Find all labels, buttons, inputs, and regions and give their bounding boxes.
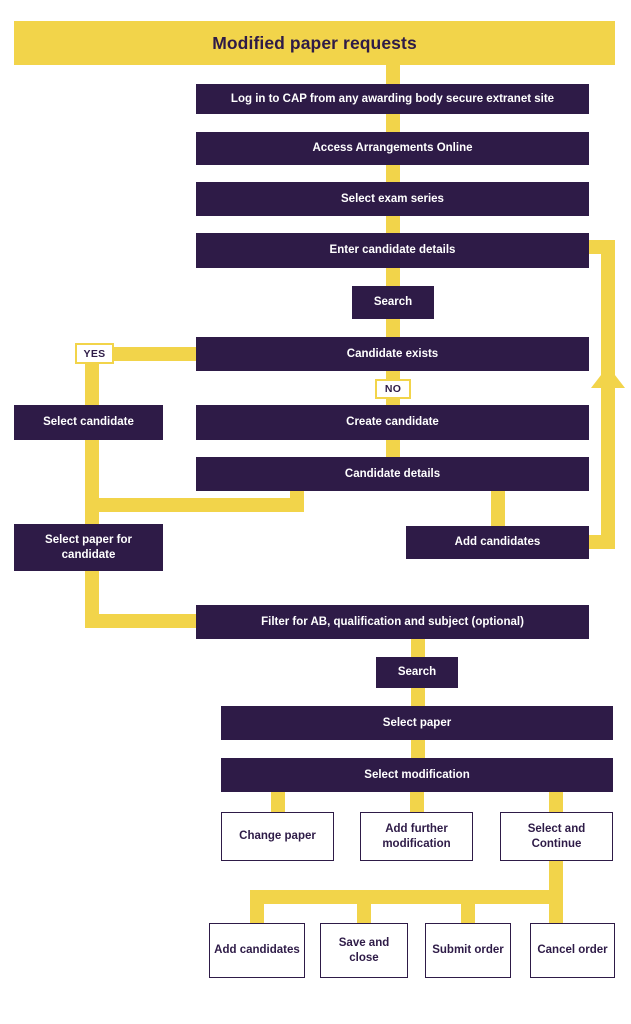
connector-aao-to-exam-series <box>386 165 400 182</box>
node-search-2-label: Search <box>397 666 437 679</box>
node-add-candidates[interactable]: Add candidates <box>209 923 305 978</box>
node-select-and-continue-label: Select and Continue <box>527 823 586 850</box>
connector-create-to-candidate-details <box>386 440 400 457</box>
node-access-arrangements-online[interactable]: Access Arrangements Online <box>196 132 589 165</box>
connector-modification-to-add-further <box>410 792 424 812</box>
connector-modification-to-select-continue <box>549 792 563 812</box>
node-select-candidate[interactable]: Select candidate <box>14 405 163 440</box>
connector-exam-series-to-enter-details <box>386 216 400 233</box>
node-filter-label: Filter for AB, qualification and subject… <box>261 615 524 628</box>
node-candidate-details[interactable]: Candidate details <box>196 457 589 491</box>
node-login-label: Log in to CAP from any awarding body sec… <box>230 92 555 105</box>
node-select-paper[interactable]: Select paper <box>221 706 613 740</box>
connector-yes-horizontal <box>85 347 205 361</box>
node-add-candidates-label: Add candidates <box>214 944 300 957</box>
node-save-and-close[interactable]: Save and close <box>320 923 408 978</box>
node-select-paper-for-candidate[interactable]: Select paper for candidate <box>14 524 163 571</box>
node-aao-label: Access Arrangements Online <box>312 142 473 155</box>
edge-label-no-text: NO <box>384 383 402 395</box>
node-save-and-close-label: Save and close <box>338 937 390 964</box>
node-select-modification[interactable]: Select modification <box>221 758 613 792</box>
page-title-banner: Modified paper requests <box>14 21 615 65</box>
node-select-and-continue[interactable]: Select and Continue <box>500 812 613 861</box>
connector-banner-to-login <box>386 65 400 84</box>
node-enter-candidate-details[interactable]: Enter candidate details <box>196 233 589 268</box>
node-select-paper-label: Select paper <box>382 716 452 729</box>
node-cancel-order[interactable]: Cancel order <box>530 923 615 978</box>
connector-candidate-details-horizontal-left <box>85 498 304 512</box>
node-submit-order-label: Submit order <box>432 944 504 957</box>
connector-search-to-candidate-exists <box>386 319 400 337</box>
node-submit-order[interactable]: Submit order <box>425 923 511 978</box>
node-change-paper-label: Change paper <box>239 830 316 843</box>
connector-bus-to-save-close <box>357 890 371 923</box>
node-search-1-label: Search <box>373 296 413 309</box>
node-add-candidates-loop[interactable]: Add candidates <box>406 526 589 559</box>
node-add-candidates-loop-label: Add candidates <box>454 536 541 549</box>
node-cancel-order-label: Cancel order <box>537 944 608 957</box>
node-add-further-modification[interactable]: Add further modification <box>360 812 473 861</box>
node-add-further-modification-label: Add further modification <box>382 823 451 850</box>
node-candidate-exists-label: Candidate exists <box>346 347 439 360</box>
edge-label-yes-text: YES <box>83 347 106 360</box>
connector-loop-right-vertical <box>601 240 615 549</box>
connector-filter-to-search2 <box>411 639 425 657</box>
connector-search2-to-select-paper <box>411 688 425 706</box>
node-filter[interactable]: Filter for AB, qualification and subject… <box>196 605 589 639</box>
edge-label-no: NO <box>375 379 411 399</box>
node-create-candidate-label: Create candidate <box>346 416 439 429</box>
connector-bus-to-submit-order <box>461 890 475 923</box>
connector-select-paper-candidate-to-filter <box>85 614 203 628</box>
node-login[interactable]: Log in to CAP from any awarding body sec… <box>196 84 589 114</box>
connector-loop-top-horizontal <box>589 240 615 254</box>
edge-label-yes: YES <box>75 343 114 364</box>
node-select-paper-for-candidate-label: Select paper for candidate <box>45 534 132 561</box>
node-search-candidate[interactable]: Search <box>352 286 434 319</box>
connector-bottom-bus-horizontal <box>250 890 563 904</box>
connector-select-paper-to-select-modification <box>411 740 425 758</box>
node-candidate-exists[interactable]: Candidate exists <box>196 337 589 371</box>
node-exam-series-label: Select exam series <box>341 192 444 205</box>
node-change-paper[interactable]: Change paper <box>221 812 334 861</box>
connector-select-paper-candidate-down <box>85 571 99 621</box>
node-create-candidate[interactable]: Create candidate <box>196 405 589 440</box>
loop-arrowhead-icon <box>591 366 625 388</box>
connector-modification-to-change-paper <box>271 792 285 812</box>
node-search-paper[interactable]: Search <box>376 657 458 688</box>
connector-login-to-aao <box>386 113 400 132</box>
connector-bus-to-add-candidates <box>250 890 264 923</box>
connector-enter-details-to-search <box>386 268 400 286</box>
node-select-exam-series[interactable]: Select exam series <box>196 182 589 216</box>
node-select-modification-label: Select modification <box>364 768 470 781</box>
node-select-candidate-label: Select candidate <box>43 416 134 429</box>
connector-candidate-details-to-add-candidates <box>491 490 505 526</box>
node-candidate-details-label: Candidate details <box>344 467 441 480</box>
page-title: Modified paper requests <box>212 32 417 53</box>
node-enter-candidate-details-label: Enter candidate details <box>329 244 456 257</box>
